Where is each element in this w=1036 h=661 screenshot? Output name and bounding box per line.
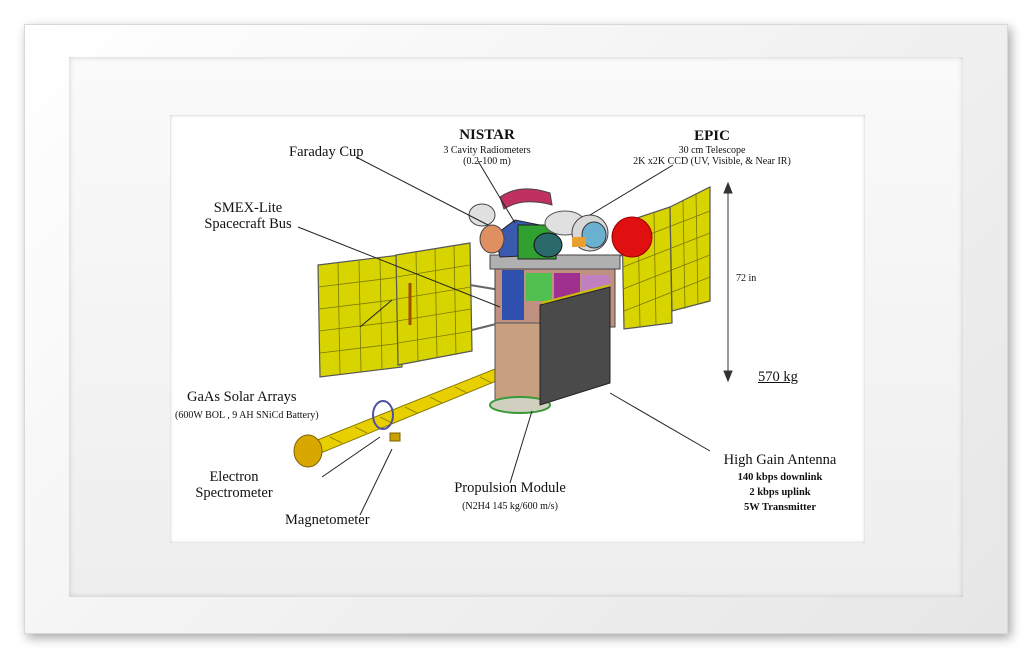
- leader-lines: [297, 156, 711, 516]
- epic-ccd: 2K x2K CCD (UV, Visible, & Near IR): [633, 156, 791, 167]
- spacecraft-bus: [489, 254, 621, 414]
- epic-telescope: 30 cm Telescope: [678, 145, 746, 156]
- hga-transmitter: 5W Transmitter: [743, 502, 817, 513]
- faraday-cup-label: Faraday Cup: [289, 144, 364, 160]
- instrument-deck: [468, 188, 609, 260]
- nistar-radiometers: 3 Cavity Radiometers: [443, 145, 531, 156]
- hga-uplink: 2 kbps uplink: [749, 487, 811, 498]
- spacecraft-bus-label: Spacecraft Bus: [204, 216, 292, 232]
- spacecraft-illustration: [293, 156, 733, 516]
- height-label: 72 in: [736, 273, 757, 284]
- hga-downlink: 140 kbps downlink: [737, 472, 823, 483]
- electron-label: Electron: [209, 469, 259, 485]
- solar-arrays-label: GaAs Solar Arrays: [187, 389, 297, 405]
- nistar-title: NISTAR: [459, 127, 515, 143]
- height-dimension: [723, 181, 733, 383]
- magnetometer-label: Magnetometer: [285, 512, 370, 528]
- mass-label: 570 kg: [758, 369, 798, 385]
- spectrometer-label: Spectrometer: [195, 485, 273, 501]
- solar-arrays-specs: (600W BOL , 9 AH SNiCd Battery): [175, 410, 319, 421]
- magnetometer-boom: [293, 366, 507, 468]
- high-gain-antenna-dish: [611, 216, 653, 258]
- propulsion-module-label: Propulsion Module: [454, 480, 566, 496]
- propulsion-specs: (N2H4 145 kg/600 m/s): [462, 501, 558, 512]
- high-gain-antenna-label: High Gain Antenna: [723, 452, 837, 468]
- left-solar-array: [317, 242, 501, 378]
- smex-lite-label: SMEX-Lite: [213, 200, 283, 216]
- nistar-wavelength: (0.2-100 m): [463, 156, 511, 167]
- diagram-canvas: NISTAR 3 Cavity Radiometers (0.2-100 m) …: [170, 115, 865, 543]
- epic-title: EPIC: [694, 128, 730, 144]
